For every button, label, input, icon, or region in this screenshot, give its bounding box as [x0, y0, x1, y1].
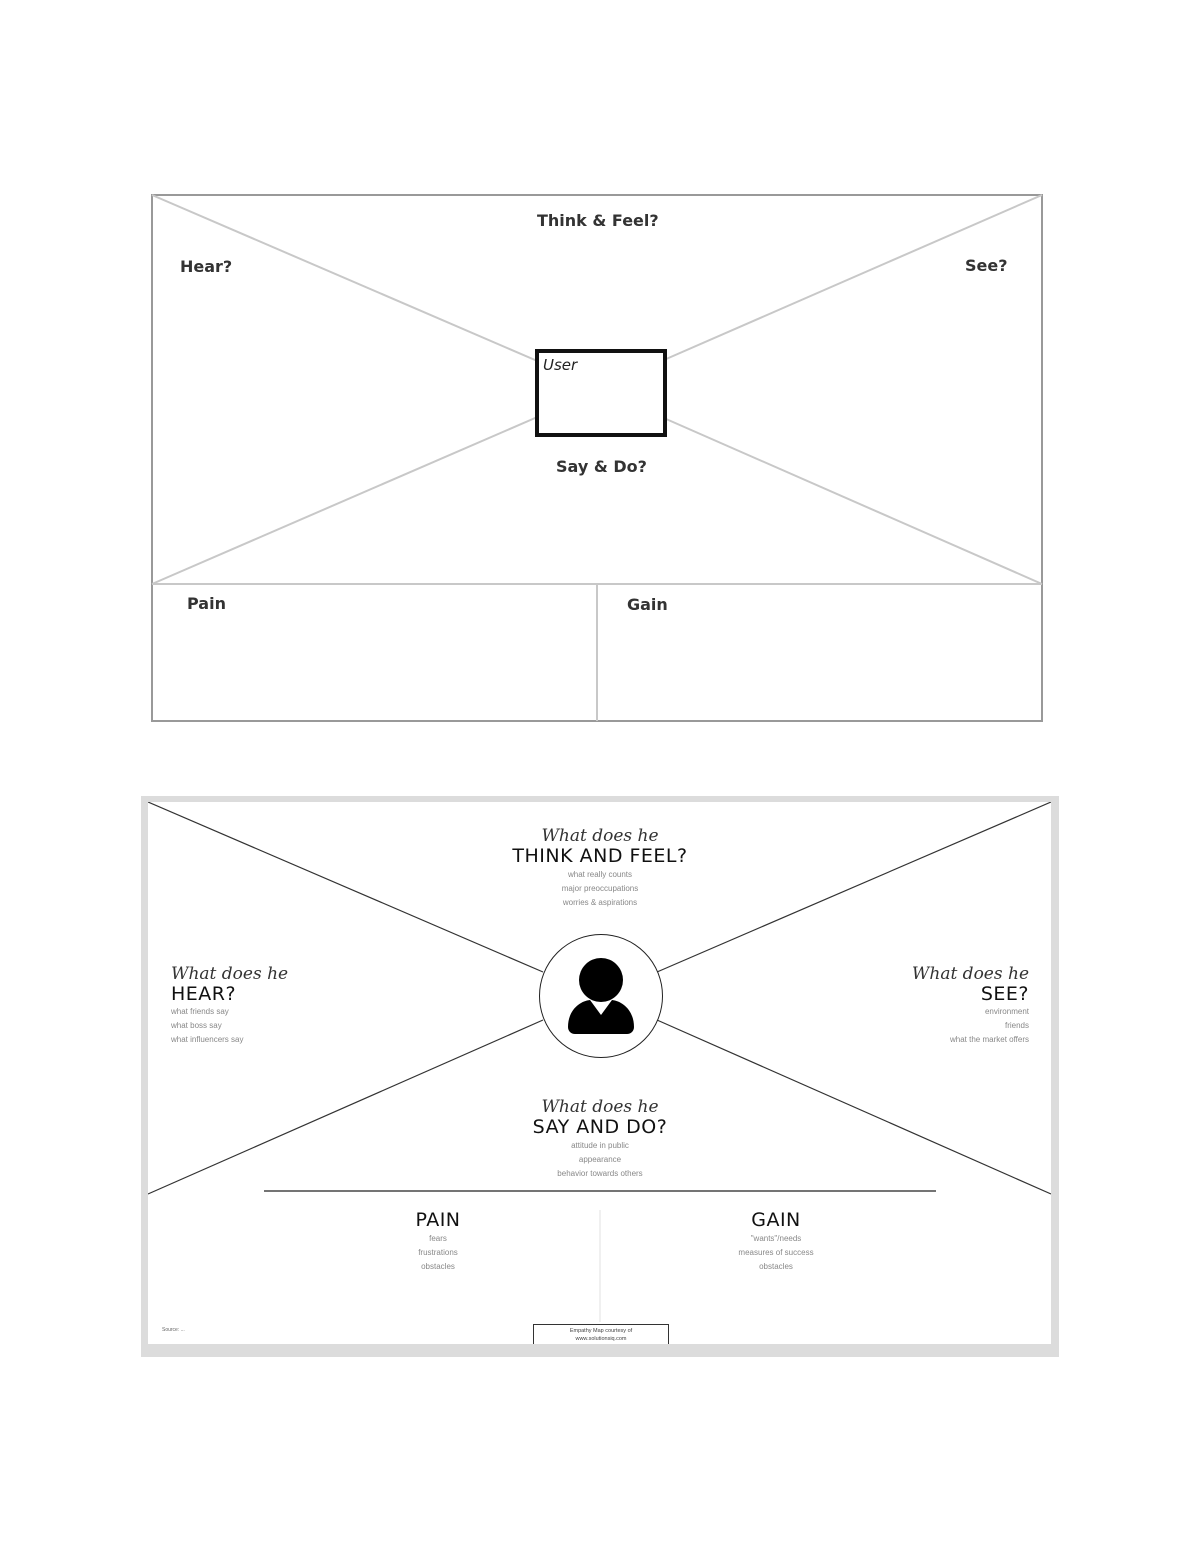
hear-item: what friends say: [171, 1007, 229, 1016]
gain-item: measures of success: [738, 1248, 814, 1257]
gain-label: Gain: [627, 595, 668, 614]
say-title: SAY AND DO?: [532, 1116, 668, 1138]
gain-item: "wants"/needs: [750, 1234, 802, 1243]
pain-title: PAIN: [415, 1209, 461, 1231]
gain-item: obstacles: [759, 1262, 793, 1271]
say-script: What does he: [541, 1097, 659, 1117]
pain-item: obstacles: [421, 1262, 455, 1271]
hear-title: HEAR?: [171, 983, 237, 1005]
pain-item: fears: [429, 1234, 447, 1243]
think-item: worries & aspirations: [562, 898, 638, 907]
think-title: THINK AND FEEL?: [512, 845, 688, 867]
credit-box: Empathy Map courtesy of www.solutionsiq.…: [533, 1324, 669, 1344]
hear-block: What does he HEAR? what friends say what…: [171, 964, 288, 1047]
gain-title: GAIN: [751, 1209, 801, 1231]
empathy-map-detailed: What does he THINK AND FEEL? what really…: [141, 796, 1059, 1357]
map2-grid: [148, 802, 1051, 1322]
credit-line: Empathy Map courtesy of: [569, 1328, 633, 1334]
footnote: Source: ...: [162, 1327, 185, 1333]
see-item: environment: [984, 1007, 1029, 1016]
see-title: SEE?: [980, 983, 1029, 1005]
map2-canvas: What does he THINK AND FEEL? what really…: [148, 802, 1051, 1344]
user-silhouette-icon: [568, 958, 634, 1034]
see-item: what the market offers: [950, 1035, 1029, 1044]
think-feel-label: Think & Feel?: [537, 211, 659, 230]
avatar: [539, 934, 663, 1058]
think-item: what really counts: [567, 870, 633, 879]
see-script: What does he: [911, 964, 1029, 984]
user-box: User: [535, 349, 667, 437]
say-do-label: Say & Do?: [556, 457, 647, 476]
pain-label: Pain: [187, 594, 226, 613]
think-feel-block: What does he THINK AND FEEL? what really…: [512, 826, 687, 910]
pain-block: PAIN fears frustrations obstacles: [415, 1210, 460, 1274]
hear-item: what boss say: [171, 1021, 222, 1030]
hear-script: What does he: [171, 964, 289, 984]
see-block: What does he SEE? environment friends wh…: [912, 964, 1029, 1047]
think-script: What does he: [541, 826, 659, 846]
gain-block: GAIN "wants"/needs measures of success o…: [738, 1210, 813, 1274]
see-label: See?: [965, 256, 1008, 275]
pain-item: frustrations: [418, 1248, 458, 1257]
say-item: behavior towards others: [557, 1169, 643, 1178]
empathy-map-simple: Think & Feel? Hear? See? User Say & Do? …: [151, 194, 1043, 722]
say-item: attitude in public: [571, 1141, 629, 1150]
user-label: User: [543, 356, 578, 374]
hear-item: what influencers say: [171, 1035, 244, 1044]
see-item: friends: [1004, 1021, 1029, 1030]
say-item: appearance: [578, 1155, 622, 1164]
think-item: major preoccupations: [561, 884, 639, 893]
credit-line: www.solutionsiq.com: [575, 1336, 627, 1342]
hear-label: Hear?: [180, 257, 233, 276]
map1-grid: [151, 194, 1043, 722]
say-do-block: What does he SAY AND DO? attitude in pub…: [533, 1097, 668, 1181]
